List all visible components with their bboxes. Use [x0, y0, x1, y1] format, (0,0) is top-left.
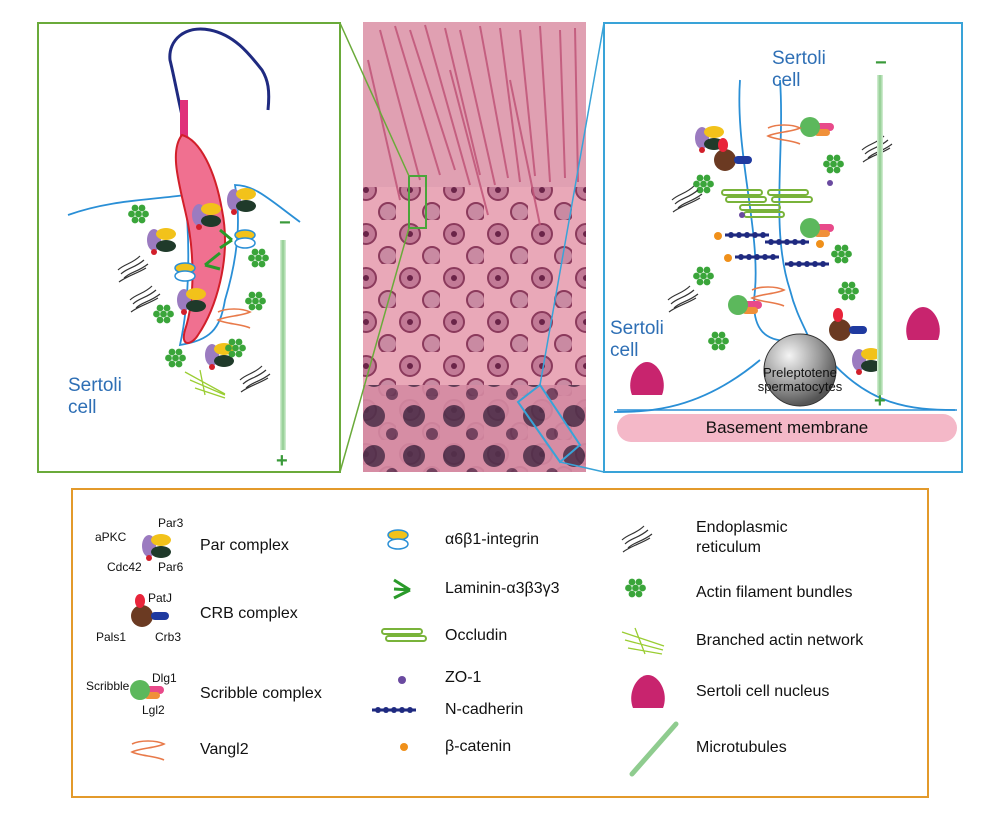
microtubules-icon	[629, 721, 679, 777]
basement-membrane: Basement membrane	[617, 414, 957, 442]
right-microtubule	[877, 75, 883, 395]
right-sertoli-left-label: Sertoli cell	[610, 318, 664, 361]
sertoli-nucleus-icon	[631, 675, 665, 708]
sertoli-nucleus-right	[906, 307, 940, 340]
legend-lgl2: Lgl2	[142, 703, 165, 717]
histology-micrograph	[363, 22, 586, 472]
right-zoom-box	[516, 383, 582, 464]
catenin-icon	[400, 743, 408, 751]
legend-scribble: Scribble	[86, 679, 130, 693]
spermatid-head	[174, 133, 226, 344]
sertoli-nucleus-left	[630, 362, 664, 395]
right-minus-sign: −	[875, 52, 887, 74]
left-zoom-box	[408, 175, 427, 229]
legend-occludin: Occludin	[445, 627, 508, 644]
legend-crb-complex: CRB complex	[200, 605, 298, 622]
zo1-icon	[398, 676, 406, 684]
legend-dlg1: Dlg1	[152, 671, 177, 685]
legend-patj: PatJ	[148, 591, 173, 605]
zoom-line-bottom-left	[339, 227, 410, 473]
legend-microtubules: Microtubules	[696, 739, 787, 756]
legend	[71, 488, 929, 798]
right-sertoli-top-label: Sertoli cell	[772, 48, 826, 91]
branched-actin-icon	[621, 627, 665, 655]
zoom-line-top-left	[339, 22, 410, 177]
legend-apkc: aPKC	[95, 530, 127, 544]
legend-laminin: Laminin-α3β3γ3	[445, 580, 560, 597]
spermatid-midpiece	[180, 100, 188, 140]
zoom-line-bottom-right	[559, 461, 605, 473]
preleptotene-spermatocyte	[763, 333, 837, 407]
preleptotene-label: Preleptotene spermatocytes	[757, 365, 843, 394]
legend-branched-actin: Branched actin network	[696, 632, 864, 649]
legend-vangl2: Vangl2	[200, 741, 249, 758]
legend-par6: Par6	[158, 560, 184, 574]
legend-actin-bundles: Actin filament bundles	[696, 584, 853, 601]
right-panel	[603, 22, 963, 473]
legend-integrin: α6β1-integrin	[445, 531, 540, 548]
right-plus-sign: +	[874, 390, 886, 412]
legend-zo1: ZO-1	[445, 669, 482, 686]
par-complex-icon	[142, 534, 171, 561]
left-microtubule	[280, 240, 286, 450]
left-minus-sign: −	[279, 212, 291, 234]
legend-scribble-complex: Scribble complex	[200, 685, 322, 702]
legend-par-complex: Par complex	[200, 537, 289, 554]
legend-crb3: Crb3	[155, 630, 182, 644]
legend-catenin: β-catenin	[445, 738, 512, 755]
legend-frame	[71, 488, 929, 798]
left-plus-sign: +	[276, 450, 288, 472]
left-sertoli-label: Sertoli cell	[68, 375, 122, 418]
legend-sertoli-nucleus: Sertoli cell nucleus	[696, 683, 830, 700]
spermatid-flagellum	[168, 27, 271, 151]
legend-par3: Par3	[158, 516, 184, 530]
legend-ncadherin: N-cadherin	[445, 701, 524, 718]
integrin-icon	[387, 529, 409, 550]
laminin-icon	[393, 578, 411, 600]
legend-er: Endoplasmic reticulum	[696, 519, 788, 556]
legend-cdc42: Cdc42	[107, 560, 142, 574]
zoom-line-top-right	[539, 22, 605, 386]
left-panel	[37, 22, 341, 473]
sertoli-membrane-left	[67, 184, 301, 347]
legend-pals1: Pals1	[96, 630, 127, 644]
ncadherin-icon	[370, 705, 418, 715]
